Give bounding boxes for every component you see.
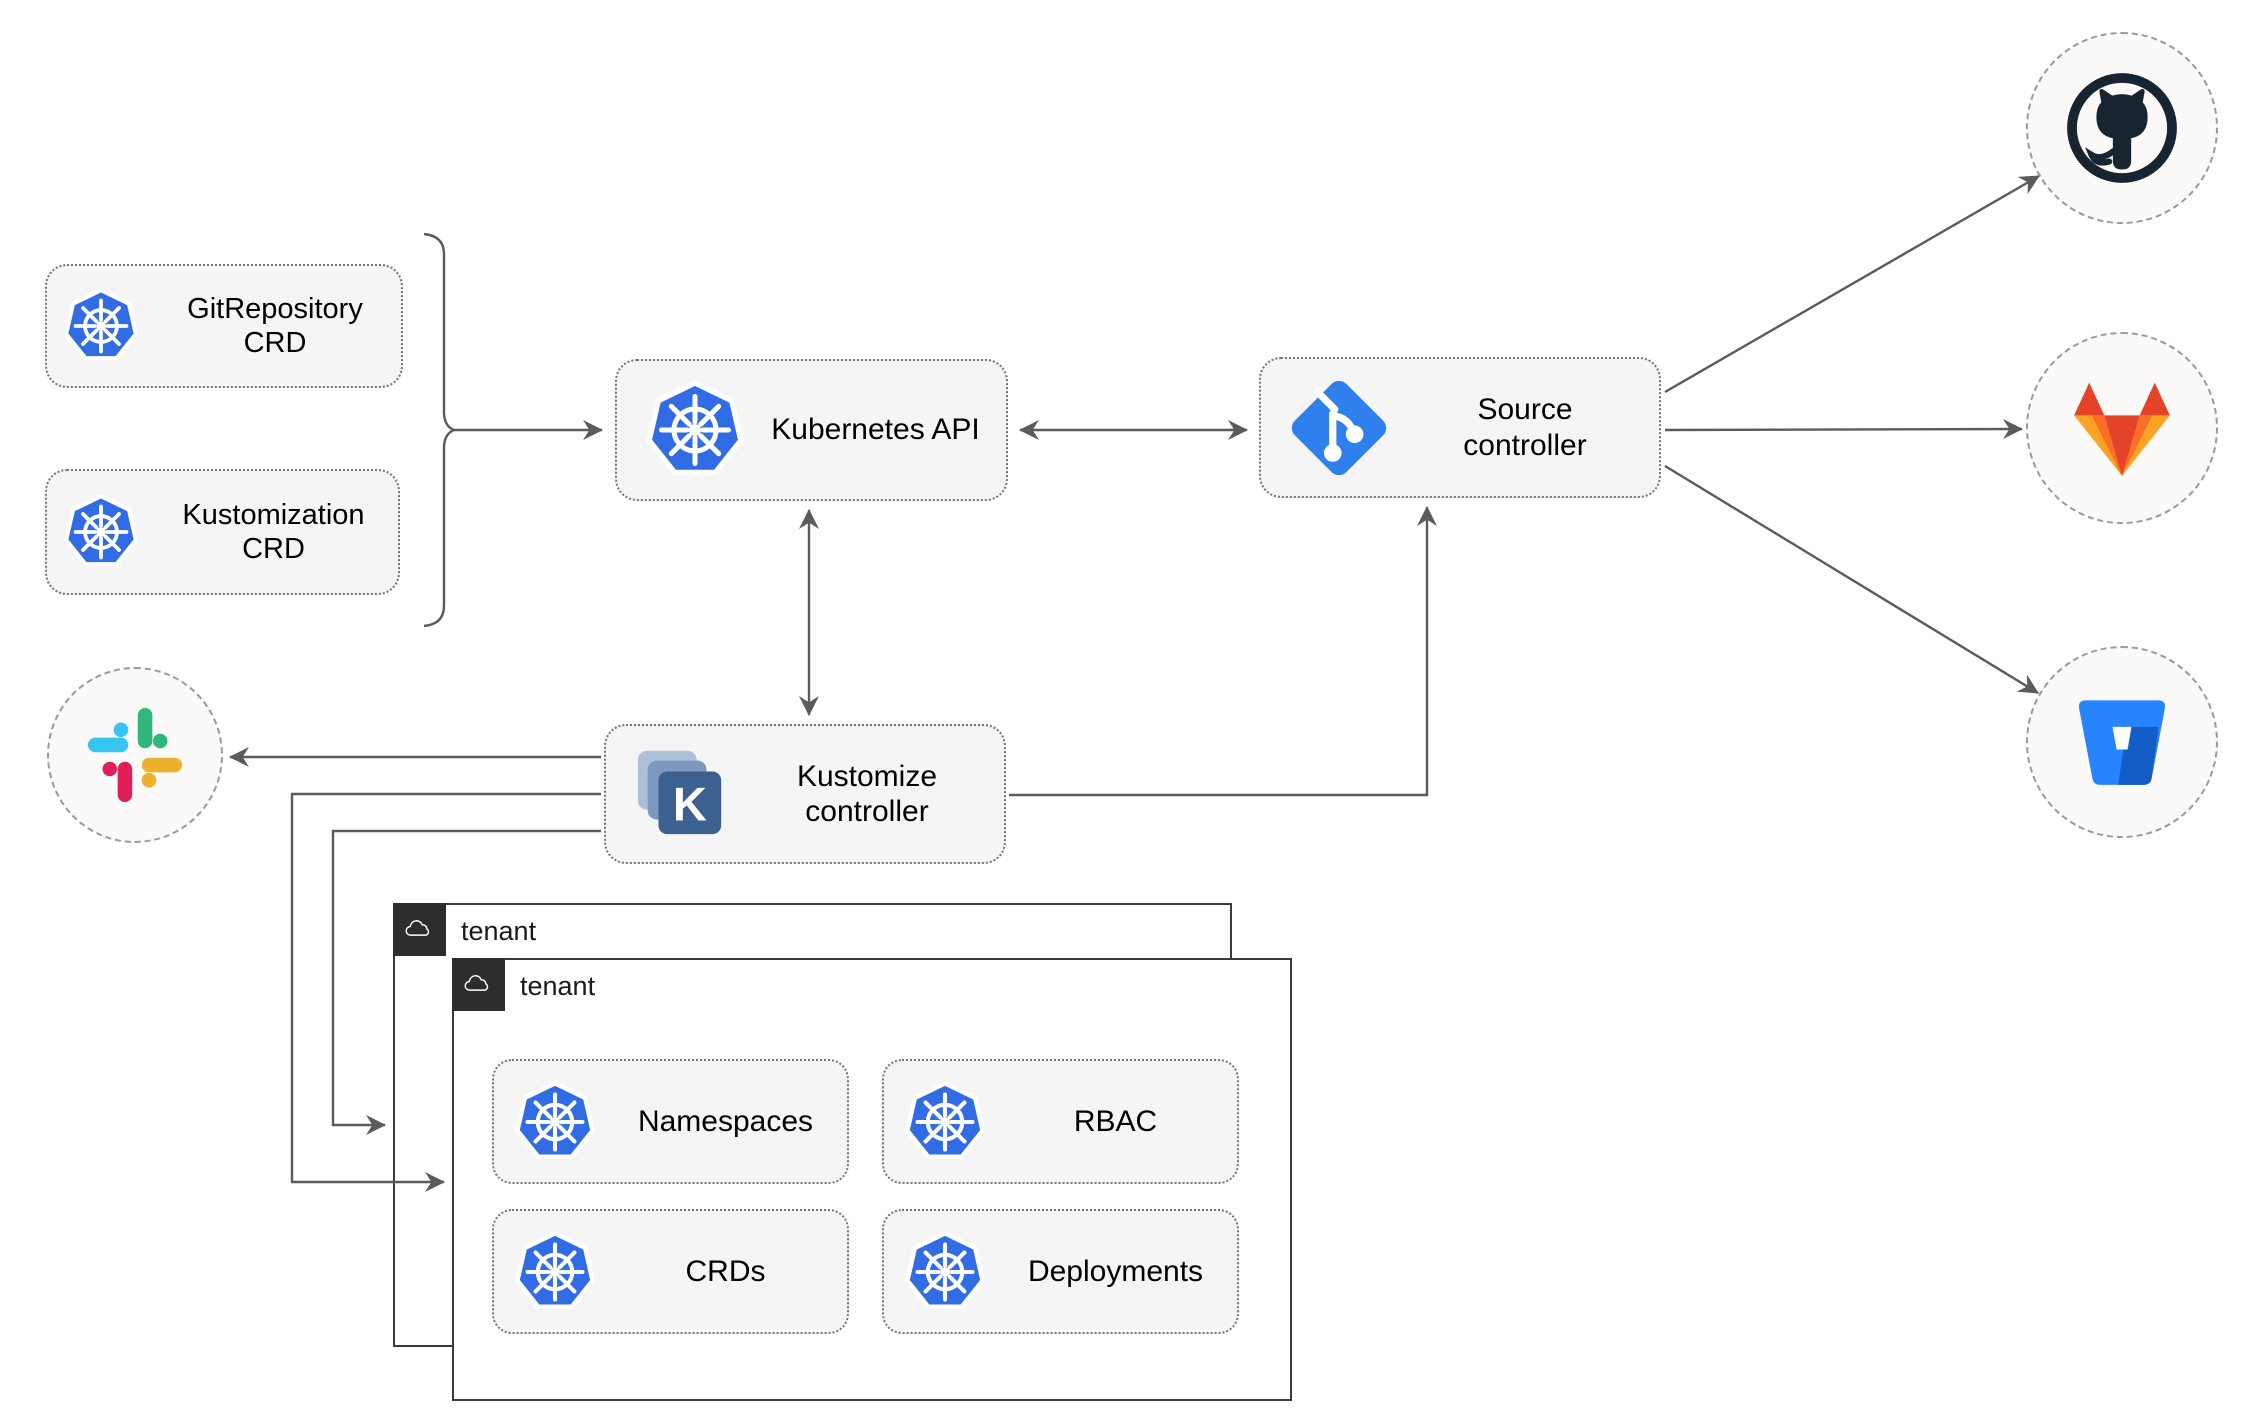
gitlab-icon: [2059, 365, 2185, 491]
connector-source-github: [1664, 174, 2040, 394]
node-label: Namespaces: [637, 1104, 814, 1138]
node-label: Deployments: [1027, 1254, 1204, 1288]
kubernetes-icon: [645, 380, 745, 480]
node-rbac: RBAC: [882, 1059, 1239, 1184]
node-crds: CRDs: [492, 1209, 849, 1334]
connector-source-gitlab: [1664, 419, 2023, 440]
github-icon: [2061, 67, 2183, 189]
node-deployments: Deployments: [882, 1209, 1239, 1334]
bitbucket-icon: [2059, 679, 2185, 805]
connector-crd-bracket: [423, 232, 458, 628]
node-label: RBAC: [1073, 1104, 1158, 1138]
tenant-label: tenant: [520, 971, 596, 1001]
tenant-box-front: tenant Namespaces RBAC CRDs Deployments: [451, 957, 1292, 1401]
node-source-controller: Source controller: [1259, 357, 1661, 498]
kubernetes-icon: [904, 1081, 986, 1163]
cloud-icon: [460, 966, 496, 1002]
slack-icon: [79, 699, 191, 811]
slack-node: [47, 667, 223, 843]
node-label: Kustomize controller: [796, 759, 938, 828]
node-label: Source controller: [1463, 393, 1587, 462]
kubernetes-icon: [63, 288, 139, 364]
node-label: GitRepository CRD: [187, 292, 363, 359]
tenant-badge: [392, 902, 446, 956]
kubernetes-icon: [904, 1231, 986, 1313]
node-gitrepository-crd: GitRepository CRD: [45, 264, 403, 388]
node-label: Kustomization CRD: [182, 498, 365, 565]
node-label: Kubernetes API: [771, 413, 980, 447]
kubernetes-icon: [514, 1231, 596, 1313]
node-label: CRDs: [685, 1254, 766, 1288]
cloud-icon: [401, 911, 437, 947]
connector-kustomize-source: [1009, 506, 1437, 797]
bitbucket-node: [2026, 646, 2218, 838]
tenant-badge: [451, 957, 505, 1011]
node-kustomization-crd: Kustomization CRD: [45, 469, 400, 595]
tenant-label: tenant: [461, 916, 537, 946]
kubernetes-icon: [514, 1081, 596, 1163]
connector-source-bitbucket: [1664, 464, 2039, 695]
node-namespaces: Namespaces: [492, 1059, 849, 1184]
gitlab-node: [2026, 332, 2218, 524]
kustomize-icon: [632, 745, 730, 843]
github-node: [2026, 32, 2218, 224]
kubernetes-icon: [63, 494, 139, 570]
git-icon: [1287, 376, 1391, 480]
node-kustomize-controller: Kustomize controller: [604, 724, 1006, 864]
node-kubernetes-api: Kubernetes API: [615, 359, 1008, 501]
